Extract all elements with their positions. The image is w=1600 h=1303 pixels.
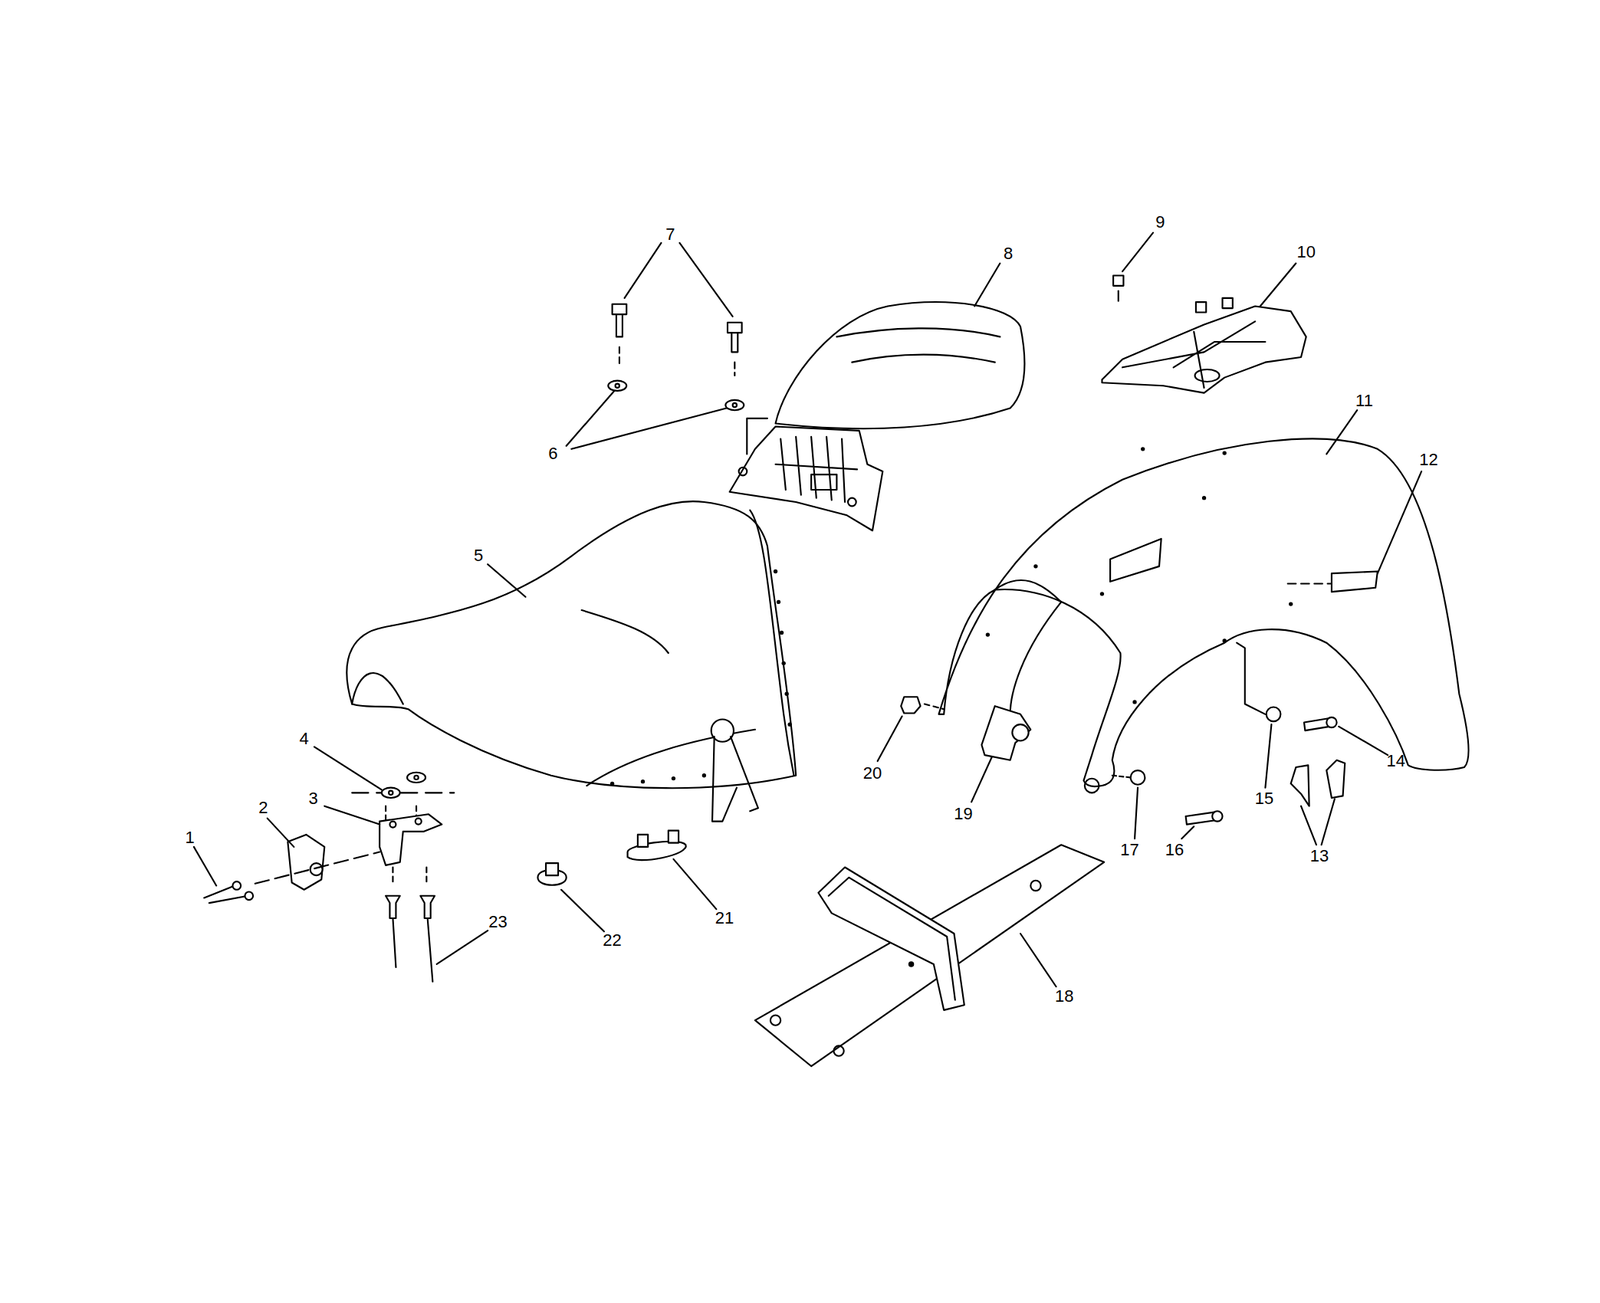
callout-number: 20 bbox=[861, 764, 884, 783]
callout-number: 3 bbox=[306, 789, 319, 809]
callout-number: 5 bbox=[472, 546, 485, 566]
callout-number: 8 bbox=[1002, 244, 1015, 263]
callout-number: 6 bbox=[546, 444, 559, 464]
callout-number: 22 bbox=[601, 931, 623, 950]
callout-number: 23 bbox=[486, 913, 509, 932]
callout-number: 12 bbox=[1417, 450, 1440, 470]
callout-number: 2 bbox=[256, 798, 270, 818]
callout-number: 15 bbox=[1253, 789, 1275, 809]
callout-number: 7 bbox=[663, 225, 677, 244]
callout-number: 19 bbox=[952, 804, 974, 824]
callout-number: 4 bbox=[298, 729, 311, 749]
callout-number: 18 bbox=[1053, 987, 1075, 1006]
callout-number: 16 bbox=[1163, 841, 1186, 860]
callout-number: 13 bbox=[1308, 847, 1331, 866]
callout-number: 11 bbox=[1353, 391, 1375, 411]
callout-number: 1 bbox=[183, 828, 196, 848]
callout-number: 10 bbox=[1294, 243, 1317, 262]
callout-number: 14 bbox=[1385, 752, 1407, 771]
callout-number: 9 bbox=[1153, 213, 1167, 232]
callout-number: 17 bbox=[1118, 841, 1141, 860]
callout-number: 21 bbox=[713, 909, 736, 928]
